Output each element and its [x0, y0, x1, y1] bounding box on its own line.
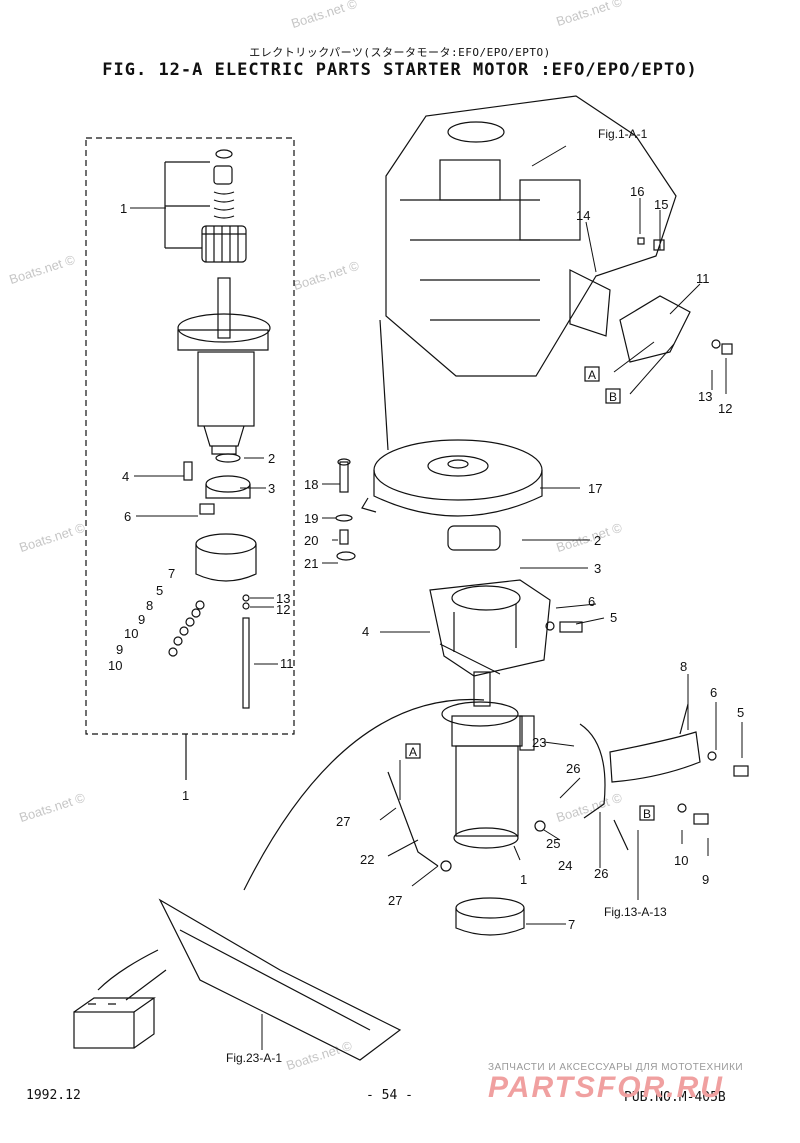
callout-7: 7: [568, 917, 575, 932]
bolt-5-6: [534, 621, 749, 832]
callout-inset-10a: 10: [124, 626, 138, 641]
callout-inset-1: 1: [120, 201, 127, 216]
callout-5: 5: [610, 610, 617, 625]
washer-stack: [168, 594, 250, 709]
callout-23: 23: [532, 735, 546, 750]
callout-9: 9: [702, 872, 709, 887]
ref-box-a: [584, 366, 600, 382]
ref-box-a-cable-label: A: [409, 745, 417, 759]
callout-inset-2: 2: [268, 451, 275, 466]
callout-inset-7: 7: [168, 566, 175, 581]
callout-2: 2: [594, 533, 601, 548]
callout-6b: 6: [710, 685, 717, 700]
brand-watermark: ЗАПЧАСТИ И АКСЕССУАРЫ ДЛЯ МОТОТЕХНИКИ PA…: [488, 1062, 743, 1105]
callout-inset-4: 4: [122, 469, 129, 484]
fig-ref-23a1: Fig.23-A-1: [226, 1051, 282, 1065]
callout-25: 25: [546, 836, 560, 851]
callout-27b: 27: [388, 893, 402, 908]
callout-inset-11: 11: [280, 656, 294, 671]
armature: [177, 277, 271, 455]
callout-10: 10: [674, 853, 688, 868]
mounting-band: [609, 703, 701, 783]
fig-ref-13a13: Fig.13-A-13: [604, 905, 667, 919]
callout-27a: 27: [336, 814, 350, 829]
callout-3: 3: [594, 561, 601, 576]
ref-box-b: [605, 388, 621, 404]
callout-inset-group: 1: [182, 788, 189, 803]
callout-inset-8: 8: [146, 598, 153, 613]
ref-box-a-label: A: [588, 368, 596, 382]
callout-12: 12: [718, 401, 732, 416]
callout-inset-3: 3: [268, 481, 275, 496]
callout-1: 1: [520, 872, 527, 887]
callout-14: 14: [576, 208, 590, 223]
cables: [243, 698, 629, 891]
footer-publication: PUB.NO.M-405B: [624, 1090, 726, 1105]
starter-bracket: [429, 525, 551, 677]
callout-inset-6: 6: [124, 509, 131, 524]
callout-15: 15: [654, 197, 668, 212]
brush-holder: [183, 453, 257, 582]
callout-19: 19: [304, 511, 318, 526]
callout-26a: 26: [566, 761, 580, 776]
flywheel: [361, 439, 543, 517]
callout-4: 4: [362, 624, 369, 639]
callout-inset-13: 13: [276, 591, 290, 606]
page-title: FIG. 12-A ELECTRIC PARTS STARTER MOTOR :…: [102, 60, 698, 80]
fig-ref-1a1: Fig.1-A-1: [598, 127, 648, 141]
callout-5b: 5: [737, 705, 744, 720]
callout-6: 6: [588, 594, 595, 609]
subtitle-japanese: エレクトリックパーツ(スタータモータ:EFO/EPO/EPTO): [249, 46, 551, 59]
leader-lines: [130, 145, 743, 1050]
callout-17: 17: [588, 481, 602, 496]
callout-24: 24: [558, 858, 572, 873]
footer-date: 1992.12: [26, 1088, 81, 1103]
callout-18: 18: [304, 477, 318, 492]
footer-page: - 54 -: [366, 1088, 413, 1103]
terminal-11: [619, 237, 733, 363]
callout-inset-9a: 9: [138, 612, 145, 627]
callout-11: 11: [696, 271, 710, 286]
callout-21: 21: [304, 556, 318, 571]
brand-logo: PARTSFOR.RU: [488, 1071, 724, 1104]
callout-13: 13: [698, 389, 712, 404]
battery: [73, 997, 156, 1049]
callout-inset-5: 5: [156, 583, 163, 598]
callout-26b: 26: [594, 866, 608, 881]
ref-box-b-cable-label: B: [643, 807, 651, 821]
inset-dashed-box: [85, 137, 295, 735]
small-bracket-14: [569, 269, 611, 337]
callout-16: 16: [630, 184, 644, 199]
powerhead-block: [379, 95, 677, 451]
starter-motor: [441, 671, 535, 849]
callout-22: 22: [360, 852, 374, 867]
callout-20: 20: [304, 533, 318, 548]
ref-box-b-label: B: [609, 390, 617, 404]
pinion-assembly: [164, 149, 247, 263]
callout-inset-10b: 10: [108, 658, 122, 673]
callout-inset-12: 12: [276, 602, 290, 617]
ring: [455, 897, 525, 936]
ref-box-b-cable: [639, 805, 655, 821]
callout-inset-9b: 9: [116, 642, 123, 657]
brand-tagline: ЗАПЧАСТИ И АКСЕССУАРЫ ДЛЯ МОТОТЕХНИКИ: [488, 1062, 744, 1073]
ref-box-a-cable: [405, 743, 421, 759]
wire-harness: [97, 898, 402, 1061]
bolt-stack-18-21: [335, 458, 356, 561]
callout-8: 8: [680, 659, 687, 674]
